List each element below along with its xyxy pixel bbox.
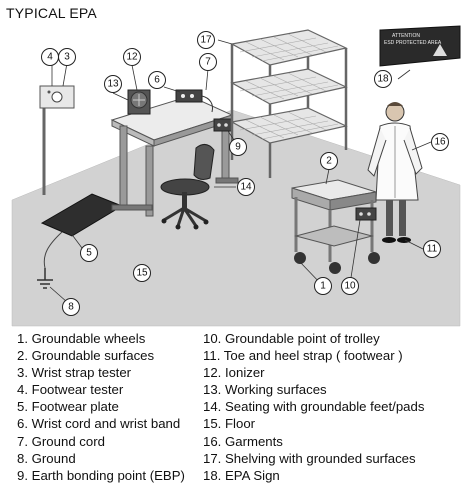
legend-item: 13. Working surfaces bbox=[203, 382, 327, 398]
legend-item: 18. EPA Sign bbox=[203, 467, 280, 483]
callout-5: 5 bbox=[80, 244, 98, 262]
callout-18: 18 bbox=[374, 70, 392, 88]
leader-lines bbox=[49, 39, 432, 303]
workbench bbox=[110, 95, 239, 217]
callout-6: 6 bbox=[148, 71, 166, 89]
wrist-strap-tester bbox=[175, 89, 213, 113]
legend-item: 6. Wrist cord and wrist band bbox=[17, 416, 181, 432]
callout-11: 11 bbox=[423, 240, 441, 258]
callout-2: 2 bbox=[320, 152, 338, 170]
diagram-title: TYPICAL EPA bbox=[6, 5, 97, 21]
footwear-tester bbox=[39, 85, 75, 195]
svg-text:9: 9 bbox=[235, 142, 241, 153]
callout-4: 4 bbox=[41, 48, 59, 66]
svg-text:12: 12 bbox=[126, 52, 138, 63]
ionizer bbox=[127, 89, 151, 115]
legend-item: 12. Ionizer bbox=[203, 365, 265, 381]
person-in-lab-coat bbox=[367, 102, 423, 243]
svg-text:10: 10 bbox=[344, 281, 356, 292]
svg-text:6: 6 bbox=[154, 75, 160, 86]
legend-right: 10. Groundable point of trolley 11. Toe … bbox=[203, 330, 424, 484]
legend-item: 11. Toe and heel strap ( footwear ) bbox=[203, 348, 403, 364]
callout-16: 16 bbox=[431, 133, 449, 151]
callout-13: 13 bbox=[104, 75, 122, 93]
callout-9: 9 bbox=[229, 138, 247, 156]
svg-text:13: 13 bbox=[107, 79, 119, 90]
epa-sign: ATTENTION ESD PROTECTED AREA bbox=[379, 25, 461, 67]
sign-line-1: ATTENTION bbox=[392, 33, 420, 39]
legend-item: 9. Earth bonding point (EBP) bbox=[17, 467, 185, 483]
svg-text:14: 14 bbox=[240, 182, 252, 193]
sign-line-2: ESD PROTECTED AREA bbox=[384, 40, 442, 46]
callout-17: 17 bbox=[197, 31, 215, 49]
svg-text:4: 4 bbox=[47, 52, 53, 63]
legend-item: 1. Groundable wheels bbox=[17, 331, 146, 346]
svg-text:18: 18 bbox=[377, 74, 389, 85]
svg-text:5: 5 bbox=[86, 248, 92, 259]
epa-illustration: ATTENTION ESD PROTECTED AREA bbox=[11, 25, 461, 327]
legend-item: 7. Ground cord bbox=[17, 433, 105, 449]
svg-text:7: 7 bbox=[205, 57, 211, 68]
legend-item: 2. Groundable surfaces bbox=[17, 348, 155, 364]
legend-item: 10. Groundable point of trolley bbox=[203, 331, 380, 346]
legend-item: 14. Seating with groundable feet/pads bbox=[203, 399, 425, 415]
svg-text:3: 3 bbox=[64, 52, 70, 63]
chair bbox=[160, 144, 215, 230]
callout-14: 14 bbox=[237, 178, 255, 196]
legend-item: 3. Wrist strap tester bbox=[17, 365, 132, 381]
plate-ground-wire bbox=[43, 231, 63, 269]
shelving-unit bbox=[230, 29, 348, 178]
svg-text:11: 11 bbox=[427, 244, 438, 255]
legend-item: 4. Footwear tester bbox=[17, 382, 124, 398]
legend-item: 16. Garments bbox=[203, 433, 283, 449]
callout-12: 12 bbox=[123, 48, 141, 66]
svg-text:2: 2 bbox=[326, 156, 332, 167]
svg-text:1: 1 bbox=[320, 281, 326, 292]
legend-item: 8. Ground bbox=[17, 450, 76, 466]
legend-left: 1. Groundable wheels 2. Groundable surfa… bbox=[17, 330, 185, 484]
callout-1: 1 bbox=[314, 277, 332, 295]
svg-text:15: 15 bbox=[136, 268, 148, 279]
callout-10: 10 bbox=[341, 277, 359, 295]
callout-3: 3 bbox=[58, 48, 76, 66]
trolley bbox=[291, 179, 380, 274]
legend-item: 17. Shelving with grounded surfaces bbox=[203, 450, 416, 466]
callout-7: 7 bbox=[199, 53, 217, 71]
ground-symbol bbox=[37, 268, 53, 289]
callout-15: 15 bbox=[133, 264, 151, 282]
svg-text:17: 17 bbox=[200, 35, 212, 46]
callout-8: 8 bbox=[62, 298, 80, 316]
svg-text:8: 8 bbox=[68, 302, 74, 313]
svg-text:16: 16 bbox=[434, 137, 446, 148]
callouts: 1 2 3 4 5 6 7 8 9 10 11 12 13 14 15 16 1… bbox=[41, 31, 449, 316]
legend-item: 5. Footwear plate bbox=[17, 399, 119, 415]
legend-item: 15. Floor bbox=[203, 416, 256, 432]
